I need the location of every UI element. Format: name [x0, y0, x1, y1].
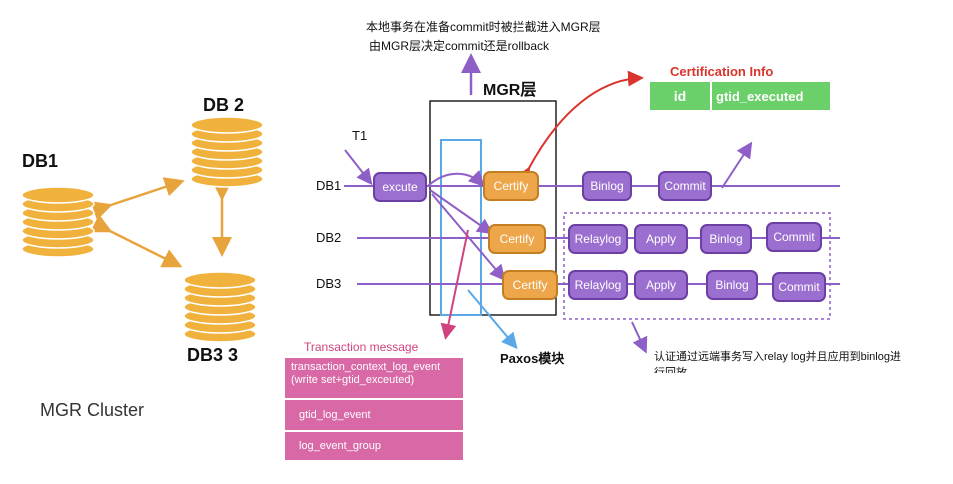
- db1-certify-node: Certify: [483, 171, 539, 201]
- tm-row-context-line1: transaction_context_log_event: [291, 361, 441, 373]
- db2-disk-icon: [190, 116, 264, 188]
- tm-row-group: log_event_group: [285, 432, 463, 460]
- arrow-to-remote-note: [631, 321, 648, 354]
- arrow-commit-out: [721, 141, 753, 189]
- db1-disk-label: DB1: [22, 151, 59, 171]
- db2-binlog-node: Binlog: [700, 224, 752, 254]
- db3-disk-label: DB3 3: [187, 345, 239, 365]
- disk-platter: [21, 186, 95, 204]
- row-db2-label: DB2: [316, 230, 342, 245]
- mgr-layer-label: MGR层: [483, 82, 537, 99]
- db2-certify-node: Certify: [488, 224, 546, 254]
- arrow-to-transaction-message: [440, 229, 469, 340]
- paxos-label: Paxos模块: [500, 351, 565, 366]
- arrow-to-certify-db2: [429, 189, 494, 235]
- transaction-message-title: Transaction message: [304, 340, 419, 354]
- db3-commit-node: Commit: [772, 272, 826, 302]
- db2-relaylog-node: Relaylog: [568, 224, 628, 254]
- remote-note-line2: 行回放: [654, 367, 687, 373]
- cert-info-title: Certification Info: [670, 64, 774, 79]
- db3-relaylog-node: Relaylog: [568, 270, 628, 300]
- db2-commit-node: Commit: [766, 222, 822, 252]
- top-note-line1: 本地事务在准备commit时被拦截进入MGR层: [366, 20, 601, 34]
- db3-certify-node: Certify: [502, 270, 558, 300]
- db1-excute-node: excute: [373, 172, 427, 202]
- cluster-label: MGR Cluster: [40, 400, 145, 420]
- remote-note-line1: 认证通过远端事务写入relay log并且应用到binlog进: [654, 351, 901, 363]
- remote-apply-box: [563, 212, 831, 320]
- arrow-certify-certinfo: [515, 70, 644, 185]
- mgr-layer-box: [429, 100, 557, 316]
- cert-info-gtid: gtid_executed: [712, 82, 830, 110]
- db1-disk-icon: [21, 186, 95, 258]
- arrow-db1-db2: [90, 177, 185, 221]
- row-db1-label: DB1: [316, 178, 342, 193]
- cert-info-id: id: [650, 82, 710, 110]
- db1-binlog-node: Binlog: [582, 171, 632, 201]
- db3-disk-icon: [183, 271, 257, 343]
- db3-binlog-node: Binlog: [706, 270, 758, 300]
- t1-label: T1: [352, 128, 368, 143]
- row-db3-label: DB3: [316, 276, 342, 291]
- top-note-line2: 由MGR层决定commit还是rollback: [369, 39, 550, 53]
- db1-commit-node: Commit: [658, 171, 712, 201]
- tm-row-gtid: gtid_log_event: [285, 400, 463, 430]
- db3-apply-node: Apply: [634, 270, 688, 300]
- arrow-db1-db3: [90, 214, 183, 268]
- disk-platter: [183, 271, 257, 289]
- tm-row-context-line2: (write set+gtid_exceuted): [291, 374, 415, 386]
- disk-platter: [190, 116, 264, 134]
- db2-apply-node: Apply: [634, 224, 688, 254]
- arrow-to-certify-db1: [427, 169, 485, 187]
- t1-arrow: [344, 149, 373, 186]
- db2-disk-label: DB 2: [203, 95, 245, 115]
- arrow-to-paxos: [467, 289, 518, 350]
- tm-row-context: transaction_context_log_event (write set…: [285, 358, 463, 398]
